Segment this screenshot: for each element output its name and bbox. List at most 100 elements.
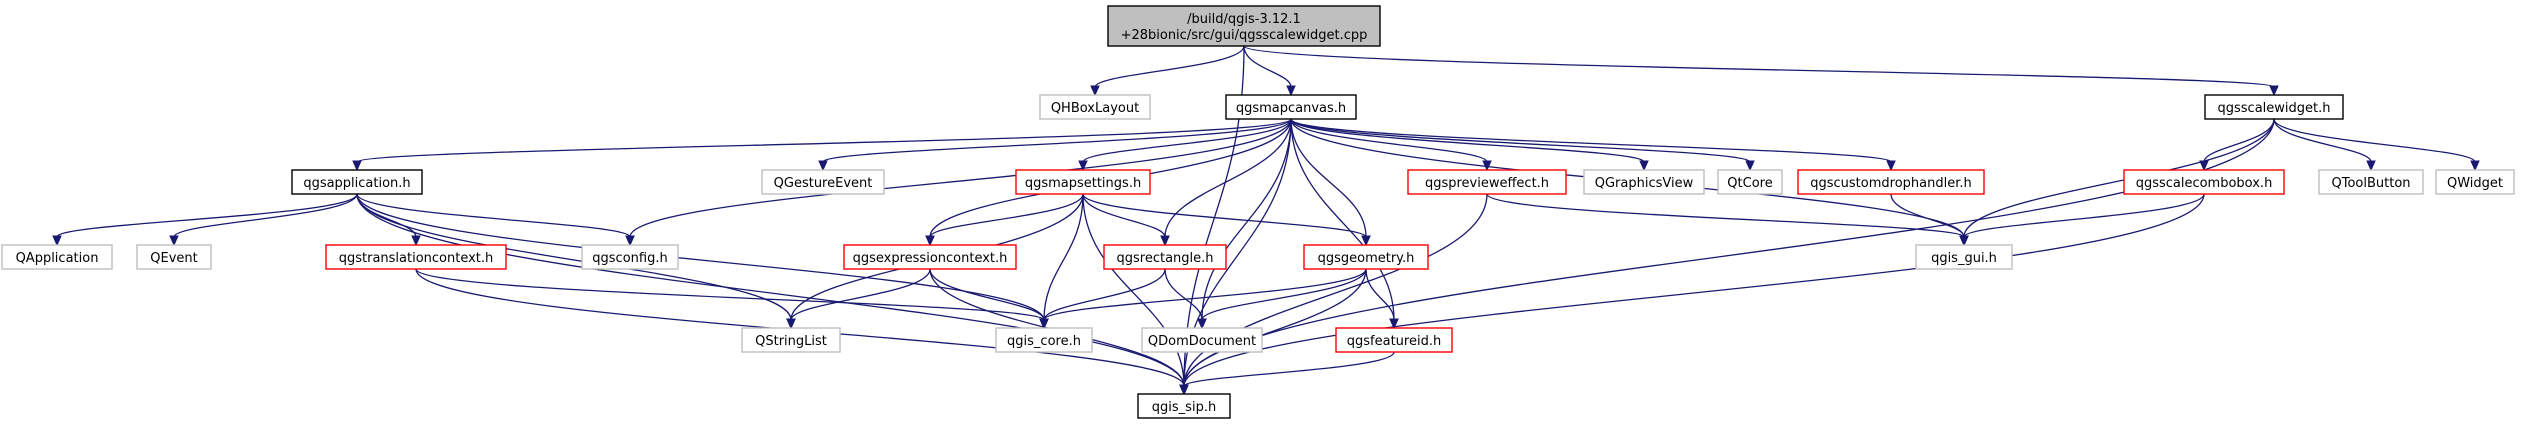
node-qgis_gui: qgis_gui.h (1915, 244, 2013, 270)
node-box[interactable] (1407, 169, 1567, 195)
edge-line (1963, 193, 2205, 238)
node-qgraphicsview: QGraphicsView (1583, 169, 1705, 195)
edge-qgscustomdrop-to-qgis_gui (1890, 193, 1969, 247)
edge-root-to-qhboxlayout (1090, 45, 1245, 97)
edge-arrowhead (1886, 160, 1896, 172)
node-box[interactable] (1335, 327, 1453, 353)
node-qgscustomdrop[interactable]: qgscustomdrophandler.h (1797, 169, 1985, 195)
node-qtcore: QtCore (1717, 169, 1783, 195)
edge-arrowhead (818, 160, 828, 172)
edge-arrowhead (1039, 318, 1049, 330)
node-box[interactable] (1225, 94, 1357, 120)
edge-qgsexpression-to-qstringlist (786, 268, 931, 330)
edge-line (629, 118, 1292, 238)
edge-qgsmapsettings-to-qgsgeometry (1082, 193, 1371, 247)
edge-qgsmapcanvas-to-qgspreviewefect (1290, 118, 1492, 172)
edge-arrowhead (1090, 85, 1100, 97)
node-box[interactable] (1103, 244, 1227, 270)
node-box[interactable] (1015, 169, 1151, 195)
edge-root-to-qgsmapcanvas (1243, 45, 1296, 97)
node-box[interactable] (2204, 94, 2344, 120)
edge-line (356, 193, 792, 321)
node-qgsapplication[interactable]: qgsapplication.h (291, 169, 423, 195)
node-label: qgspreviewеffect.h (1425, 176, 1549, 191)
node-qgsexpression[interactable]: qgsexpressioncontext.h (843, 244, 1017, 270)
edge-line (1082, 193, 1185, 387)
node-qgsmapsettings[interactable]: qgsmapsettings.h (1015, 169, 1151, 195)
node-box[interactable] (291, 169, 423, 195)
node-box (1583, 169, 1705, 195)
node-qgsmapcanvas[interactable]: qgsmapcanvas.h (1225, 94, 1357, 120)
edge-line (2203, 118, 2275, 163)
node-label: QGestureEvent (774, 176, 873, 191)
node-box[interactable] (2123, 169, 2285, 195)
edge-line (1290, 118, 1395, 321)
edge-arrowhead (1197, 318, 1207, 330)
edge-line (1243, 45, 1292, 88)
node-label: qgsmapsettings.h (1025, 176, 1141, 191)
node-label: qgsgeometry.h (1318, 251, 1415, 266)
node-box (1717, 169, 1783, 195)
edge-arrowhead (1286, 85, 1296, 97)
node-qgsscalecombobox[interactable]: qgsscalecombobox.h (2123, 169, 2285, 195)
edge-arrowhead (1959, 235, 1969, 247)
edge-line (1082, 193, 1367, 238)
node-qgsscalewidget[interactable]: qgsscalewidget.h (2204, 94, 2344, 120)
edge-qgsmapcanvas-to-qgsfeatureid (1290, 118, 1399, 330)
edge-line (1164, 118, 1292, 238)
node-label: qgis_gui.h (1931, 251, 1997, 266)
edge-line (1164, 268, 1203, 321)
node-box[interactable] (1303, 244, 1429, 270)
edge-qgsmapcanvas-to-qgsmapsettings (1078, 118, 1292, 172)
node-box[interactable] (1137, 393, 1231, 419)
edge-arrowhead (625, 235, 635, 247)
node-label: /build/qgis-3.12.1 (1187, 12, 1301, 27)
edge-line (356, 193, 1045, 321)
node-label: QHBoxLayout (1051, 101, 1139, 116)
edge-arrowhead (1179, 384, 1189, 396)
edge-qgsscalewidget-to-qwidget (2273, 118, 2480, 172)
node-label: QStringList (755, 334, 827, 349)
edge-line (1183, 351, 1395, 387)
node-qgspreviewefect[interactable]: qgspreviewеffect.h (1407, 169, 1567, 195)
edge-qgsapplication-to-qgsconfig (356, 193, 635, 247)
edge-arrowhead (411, 235, 421, 247)
node-box (995, 327, 1093, 353)
edge-line (1043, 268, 1166, 321)
edge-qgsgeometry-to-qgis_core (1039, 268, 1367, 330)
node-qgsgeometry[interactable]: qgsgeometry.h (1303, 244, 1429, 270)
node-box[interactable] (843, 244, 1017, 270)
node-qgsrectangle[interactable]: qgsrectangle.h (1103, 244, 1227, 270)
node-box[interactable] (1797, 169, 1985, 195)
node-qgstranslation[interactable]: qgstranslationcontext.h (325, 244, 507, 270)
edge-qgsmapcanvas-to-qgraphicsview (1290, 118, 1649, 172)
node-root[interactable]: /build/qgis-3.12.1+28bionic/src/gui/qgss… (1107, 5, 1381, 47)
node-qgis_sip[interactable]: qgis_sip.h (1137, 393, 1231, 419)
edge-qgsapplication-to-qevent (169, 193, 358, 247)
node-label: qgsrectangle.h (1116, 251, 1213, 266)
node-qgsfeatureid[interactable]: qgsfeatureid.h (1335, 327, 1453, 353)
edge-qgsmapcanvas-to-qgsapplication (352, 118, 1292, 172)
node-box[interactable] (1107, 5, 1381, 47)
edge-line (1486, 193, 1965, 238)
edge-qgsfeatureid-to-qgis_sip (1179, 351, 1395, 396)
node-label: qgsconfig.h (592, 251, 667, 266)
edge-arrowhead (52, 235, 62, 247)
edge-qgsscalewidget-to-qgsscalecombobox (2199, 118, 2275, 172)
node-label: +28bionic/src/gui/qgsscalewidget.cpp (1121, 28, 1368, 43)
node-box (1, 244, 113, 270)
edge-qgsexpression-to-qgis_core (929, 268, 1049, 330)
node-box[interactable] (325, 244, 507, 270)
edge-qgsmapcanvas-to-qgscustomdrop (1290, 118, 1896, 172)
edge-qgsapplication-to-qapplication (52, 193, 358, 247)
edge-qgsmapcanvas-to-qgestureevent (818, 118, 1292, 172)
edge-arrowhead (1078, 160, 1088, 172)
node-qstringlist: QStringList (741, 327, 841, 353)
edge-line (1290, 118, 1892, 163)
edge-line (822, 118, 1292, 163)
edge-qgsmapcanvas-to-qgsgeometry (1290, 118, 1371, 247)
node-qhboxlayout: QHBoxLayout (1039, 94, 1151, 120)
edge-line (1043, 268, 1367, 321)
edge-qgsmapsettings-to-qgis_sip (1082, 193, 1189, 396)
edge-qgsgeometry-to-qgsfeatureid (1365, 268, 1399, 330)
